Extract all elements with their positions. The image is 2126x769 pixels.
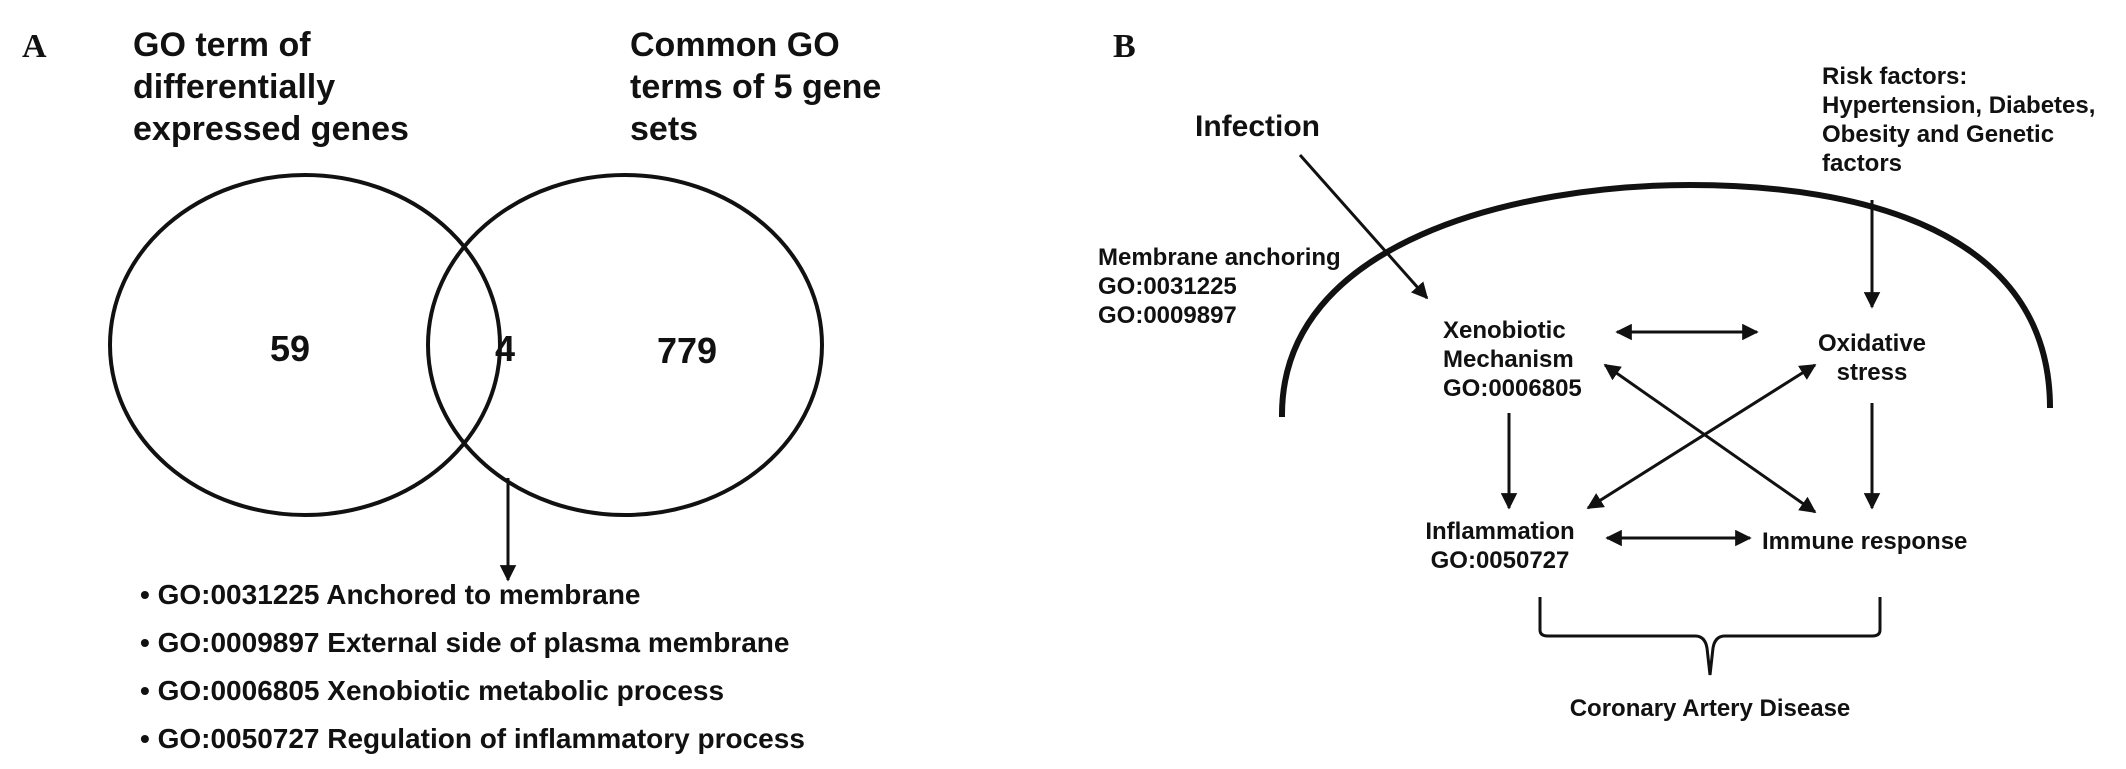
xenobiotic-line: GO:0006805	[1443, 375, 1582, 402]
risk-factors-line: Hypertension, Diabetes,	[1822, 92, 2096, 119]
panel-b-label: B	[1113, 28, 1136, 65]
membrane-anchoring-line: GO:0031225	[1098, 273, 1237, 300]
panel-a-label: A	[22, 28, 47, 65]
cell-membrane-arc	[1278, 181, 2053, 418]
right-set-title-line: sets	[630, 110, 699, 148]
oxidative-stress-node: Oxidative stress	[1787, 329, 1957, 387]
venn-left-circle	[108, 173, 502, 517]
infection-label: Infection	[1195, 110, 1320, 143]
bullet: •	[140, 723, 150, 754]
left-only-count: 59	[269, 328, 311, 369]
right-set-title-line: terms of 5 gene	[630, 68, 882, 106]
overlap-term-item: • GO:0031225 Anchored to membrane	[140, 578, 805, 626]
xenobiotic-line: Xenobiotic	[1443, 317, 1566, 344]
left-set-title-line: expressed genes	[133, 110, 409, 148]
right-set-title-line: Common GO	[630, 26, 840, 64]
oxidative-stress-line: stress	[1836, 359, 1908, 386]
xenobiotic-immune-arrow	[1603, 363, 1817, 514]
overlap-term-text: GO:0006805 Xenobiotic metabolic process	[157, 675, 725, 706]
membrane-anchoring-label: Membrane anchoring GO:0031225 GO:0009897	[1098, 243, 1341, 330]
outcome-label: Coronary Artery Disease	[1569, 695, 1851, 722]
bullet: •	[140, 579, 150, 610]
venn-right-circle	[426, 173, 824, 517]
overlap-terms-list: • GO:0031225 Anchored to membrane • GO:0…	[140, 578, 805, 769]
risk-factors-line: Obesity and Genetic	[1822, 121, 2055, 148]
inflammation-line: Inflammation	[1425, 518, 1575, 545]
membrane-anchoring-line: GO:0009897	[1098, 302, 1237, 329]
overlap-term-text: GO:0031225 Anchored to membrane	[157, 579, 641, 610]
membrane-anchoring-line: Membrane anchoring	[1098, 244, 1341, 271]
xenobiotic-node: Xenobiotic Mechanism GO:0006805	[1443, 316, 1582, 403]
overlap-term-item: • GO:0006805 Xenobiotic metabolic proces…	[140, 674, 805, 722]
overlap-term-text: GO:0050727 Regulation of inflammatory pr…	[157, 723, 805, 754]
overlap-term-item: • GO:0050727 Regulation of inflammatory …	[140, 722, 805, 769]
overlap-term-text: GO:0009897 External side of plasma membr…	[157, 627, 790, 658]
right-only-count: 779	[656, 330, 718, 371]
left-set-title-line: GO term of	[133, 26, 311, 64]
overlap-term-item: • GO:0009897 External side of plasma mem…	[140, 626, 805, 674]
overlap-count: 4	[494, 328, 516, 369]
right-set-title: Common GO terms of 5 gene sets	[630, 24, 881, 150]
outcome-brace	[1538, 597, 1882, 676]
inflammation-line: GO:0050727	[1430, 547, 1570, 574]
oxidative-stress-line: Oxidative	[1817, 330, 1927, 357]
oxidative-inflammation-arrow	[1586, 363, 1817, 510]
infection-arrow	[1298, 154, 1429, 300]
bullet: •	[140, 675, 150, 706]
risk-factors-label: Risk factors: Hypertension, Diabetes, Ob…	[1822, 62, 2095, 178]
xenobiotic-line: Mechanism	[1443, 346, 1574, 373]
risk-factors-line: Risk factors:	[1822, 63, 1968, 90]
left-set-title: GO term of differentially expressed gene…	[133, 24, 409, 150]
inflammation-node: Inflammation GO:0050727	[1395, 517, 1605, 575]
left-set-title-line: differentially	[133, 68, 336, 106]
risk-factors-line: factors	[1822, 150, 1903, 177]
immune-response-node: Immune response	[1762, 528, 1968, 555]
bullet: •	[140, 627, 150, 658]
